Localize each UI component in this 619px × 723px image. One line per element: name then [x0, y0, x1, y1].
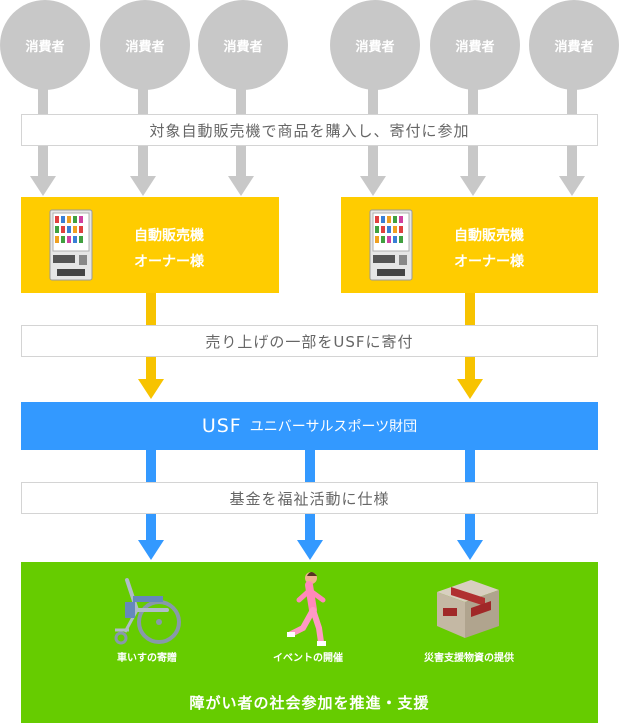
owner-label-left: 自動販売機 オーナー様 [134, 223, 204, 275]
blue-arrow-head [138, 540, 164, 560]
gray-arrow-head [460, 176, 486, 196]
supply-box-icon [437, 580, 499, 638]
owner-line1: 自動販売機 [134, 228, 204, 244]
goal-text: 障がい者の社会参加を推進・支援 [189, 694, 430, 712]
yellow-arrow-head [457, 379, 483, 399]
owner-box-right: 自動販売機 オーナー様 [341, 197, 598, 293]
step2-text: 売り上げの一部をUSFに寄付 [205, 332, 414, 351]
consumer-label: 消費者 [223, 39, 263, 55]
step1-text: 対象自動販売機で商品を購入し、寄付に参加 [149, 121, 470, 140]
owner-line2: オーナー様 [134, 254, 204, 270]
wheelchair-icon [114, 578, 181, 645]
vending-machine-icon [369, 209, 413, 281]
blue-arrow-head [297, 540, 323, 560]
step2-label: 売り上げの一部をUSFに寄付 [21, 325, 598, 357]
gray-arrow-head [559, 176, 585, 196]
item-label-wheelchair: 車いすの寄贈 [117, 653, 177, 664]
gray-arrow-head [360, 176, 386, 196]
gray-arrow-head [30, 176, 56, 196]
owner-line2: オーナー様 [454, 254, 524, 270]
consumer-label: 消費者 [125, 39, 165, 55]
step3-text: 基金を福祉活動に仕様 [229, 489, 390, 508]
consumer-label: 消費者 [455, 39, 495, 55]
item-label-relief: 災害支援物資の提供 [424, 653, 514, 664]
step1-label: 対象自動販売機で商品を購入し、寄付に参加 [21, 114, 598, 146]
runner-icon [287, 572, 326, 646]
consumer-label: 消費者 [355, 39, 395, 55]
usf-bar: USF ユニバーサルスポーツ財団 [21, 402, 598, 450]
consumer-circle-2: 消費者 [100, 0, 190, 90]
usf-name: ユニバーサルスポーツ財団 [249, 419, 418, 435]
consumer-label: 消費者 [554, 39, 594, 55]
owner-label-right: 自動販売機 オーナー様 [454, 223, 524, 275]
vending-machine-icon [49, 209, 93, 281]
usf-abbr: USF [201, 415, 242, 437]
step3-label: 基金を福祉活動に仕様 [21, 482, 598, 514]
consumer-label: 消費者 [25, 39, 65, 55]
consumer-circle-4: 消費者 [330, 0, 420, 90]
consumer-circle-1: 消費者 [0, 0, 90, 90]
consumer-circle-6: 消費者 [529, 0, 619, 90]
consumer-circle-3: 消費者 [198, 0, 288, 90]
yellow-arrow-head [138, 379, 164, 399]
activities-panel: 車いすの寄贈 イベントの開催 災害支援物資の提供 障がい者の社会参加を推進・支援 [21, 562, 598, 723]
owner-line1: 自動販売機 [454, 228, 524, 244]
item-label-event: イベントの開催 [273, 653, 343, 664]
gray-arrow-head [228, 176, 254, 196]
blue-arrow-head [457, 540, 483, 560]
owner-box-left: 自動販売機 オーナー様 [21, 197, 279, 293]
gray-arrow-head [130, 176, 156, 196]
consumer-circle-5: 消費者 [430, 0, 520, 90]
